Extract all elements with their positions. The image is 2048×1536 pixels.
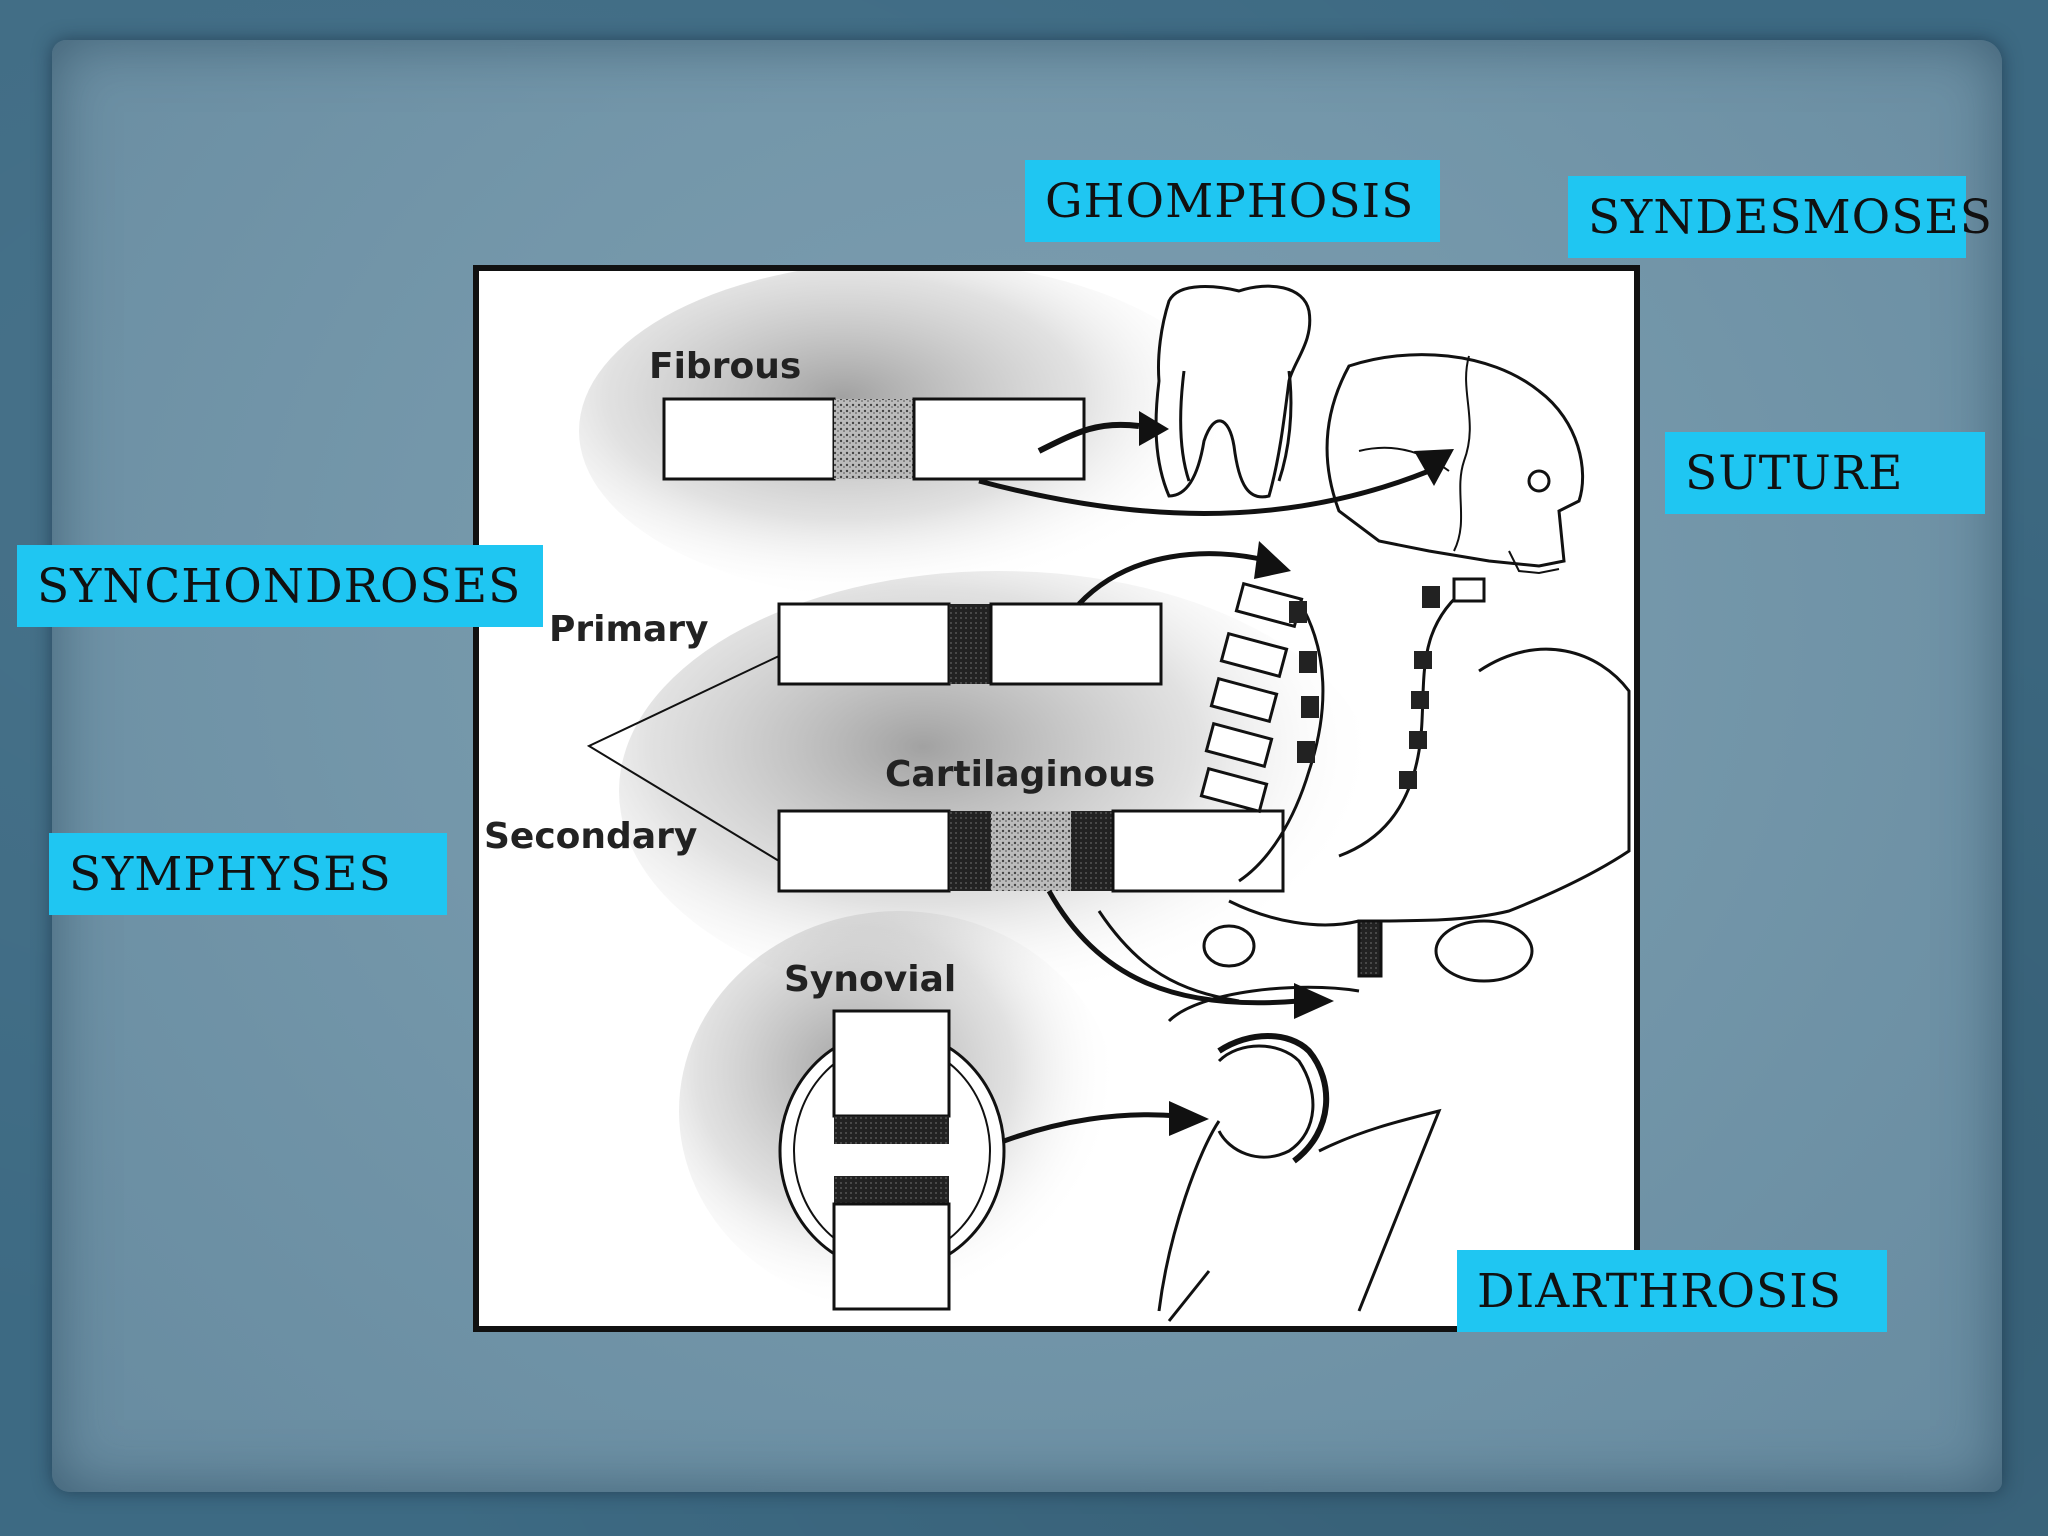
branch-lines [586,655,780,862]
synovial-bone-bottom [832,1202,951,1311]
skull-illustration [1325,353,1585,575]
label-ghomphosis-text: GHOMPHOSIS [1045,173,1415,229]
arrow-to-hip [1003,1112,1180,1144]
arrowhead-ribs [1254,541,1291,579]
fibrous-label: Fibrous [649,346,801,387]
synovial-cartilage-bottom [834,1176,949,1204]
arrowhead-skull [1414,449,1454,486]
arrow-to-ribs [1077,551,1270,606]
primary-bone-right [989,602,1163,686]
arrowhead-hip [1169,1101,1209,1136]
label-symphyses: SYMPHYSES [49,833,447,915]
tooth-illustration [1154,284,1312,499]
arrowhead-tooth [1139,411,1169,446]
label-synchondroses: SYNCHONDROSES [17,545,543,627]
arrowhead-pubis [1294,983,1334,1019]
secondary-bone-right [1111,809,1285,893]
label-syndesmoses-text: SYNDESMOSES [1588,189,1993,245]
secondary-fibrocartilage [991,811,1071,891]
label-symphyses-text: SYMPHYSES [69,846,392,902]
secondary-cartilage-right [1071,811,1113,891]
cartilaginous-label: Cartilaginous [885,754,1155,795]
synovial-bone-top [832,1009,951,1118]
primary-cartilage [949,604,991,684]
label-syndesmoses: SYNDESMOSES [1568,176,1992,258]
synovial-cartilage-top [834,1116,949,1144]
secondary-cartilage-left [949,811,991,891]
secondary-bone-left [777,809,951,893]
hip-joint-illustration [1157,985,1442,1322]
label-ghomphosis: GHOMPHOSIS [1025,160,1440,242]
arrow-to-pubis [1046,889,1300,1006]
fibrous-tissue [834,399,914,479]
label-suture-text: SUTURE [1685,445,1904,501]
fibrous-bone-right [912,397,1086,481]
joint-types-figure: Fibrous Primary [473,265,1640,1332]
vertebral-segments [1289,586,1440,789]
joint-diagram-svg: Fibrous Primary [484,271,1631,1322]
primary-bone-left [777,602,951,686]
ribs-illustration [1199,577,1486,883]
label-diarthrosis: DIARTHROSIS [1457,1250,1887,1332]
label-suture: SUTURE [1665,432,1985,514]
primary-label: Primary [549,609,709,650]
label-diarthrosis-text: DIARTHROSIS [1477,1263,1842,1319]
label-synchondroses-text: SYNCHONDROSES [37,558,522,614]
fibrous-bone-left [662,397,836,481]
secondary-label: Secondary [484,816,697,857]
synovial-label: Synovial [784,959,956,1000]
arrow-to-tooth [1037,421,1140,454]
arrow-to-skull [978,468,1430,516]
